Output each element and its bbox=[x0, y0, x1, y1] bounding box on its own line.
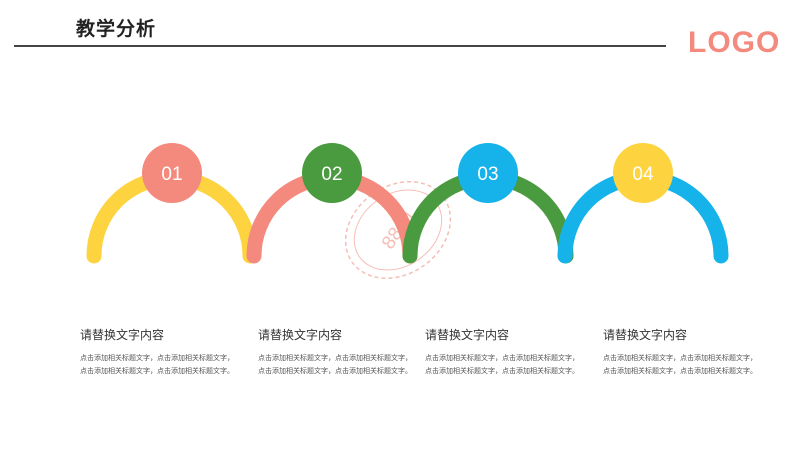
step-number-02: 02 bbox=[321, 164, 342, 185]
step-text-03: 请替换文字内容 点击添加相关标题文字，点击添加相关标题文字，点击添加相关标题文字… bbox=[425, 326, 585, 378]
title-divider bbox=[14, 45, 666, 47]
step-number-04: 04 bbox=[632, 164, 654, 185]
step-body: 点击添加相关标题文字，点击添加相关标题文字，点击添加相关标题文字，点击添加相关标… bbox=[425, 354, 579, 375]
logo: LOGO bbox=[688, 26, 781, 59]
step-number-01: 01 bbox=[161, 164, 182, 185]
step-body: 点击添加相关标题文字，点击添加相关标题文字，点击添加相关标题文字，点击添加相关标… bbox=[603, 354, 757, 375]
step-circle-02-fill bbox=[302, 143, 362, 203]
step-circle-03-fill bbox=[458, 143, 518, 203]
step-heading: 请替换文字内容 bbox=[425, 328, 510, 342]
step-text-02: 请替换文字内容 点击添加相关标题文字，点击添加相关标题文字，点击添加相关标题文字… bbox=[258, 326, 418, 378]
step-circle-03: 03 bbox=[458, 143, 518, 203]
step-body: 点击添加相关标题文字，点击添加相关标题文字，点击添加相关标题文字，点击添加相关标… bbox=[80, 354, 234, 375]
step-text-01: 请替换文字内容 点击添加相关标题文字，点击添加相关标题文字，点击添加相关标题文字… bbox=[80, 326, 240, 378]
step-heading: 请替换文字内容 bbox=[80, 328, 165, 342]
step-heading: 请替换文字内容 bbox=[258, 328, 343, 342]
step-body: 点击添加相关标题文字，点击添加相关标题文字，点击添加相关标题文字，点击添加相关标… bbox=[258, 354, 412, 375]
step-circle-01-fill bbox=[142, 143, 202, 203]
step-circle-04: 04 bbox=[613, 143, 673, 203]
step-heading: 请替换文字内容 bbox=[603, 328, 688, 342]
step-circle-02: 02 bbox=[302, 143, 362, 203]
page-title: 教学分析 bbox=[76, 18, 157, 40]
step-number-03: 03 bbox=[477, 164, 498, 185]
step-circle-04-fill bbox=[613, 143, 673, 203]
step-circle-01: 01 bbox=[142, 143, 202, 203]
step-text-04: 请替换文字内容 点击添加相关标题文字，点击添加相关标题文字，点击添加相关标题文字… bbox=[603, 326, 763, 378]
